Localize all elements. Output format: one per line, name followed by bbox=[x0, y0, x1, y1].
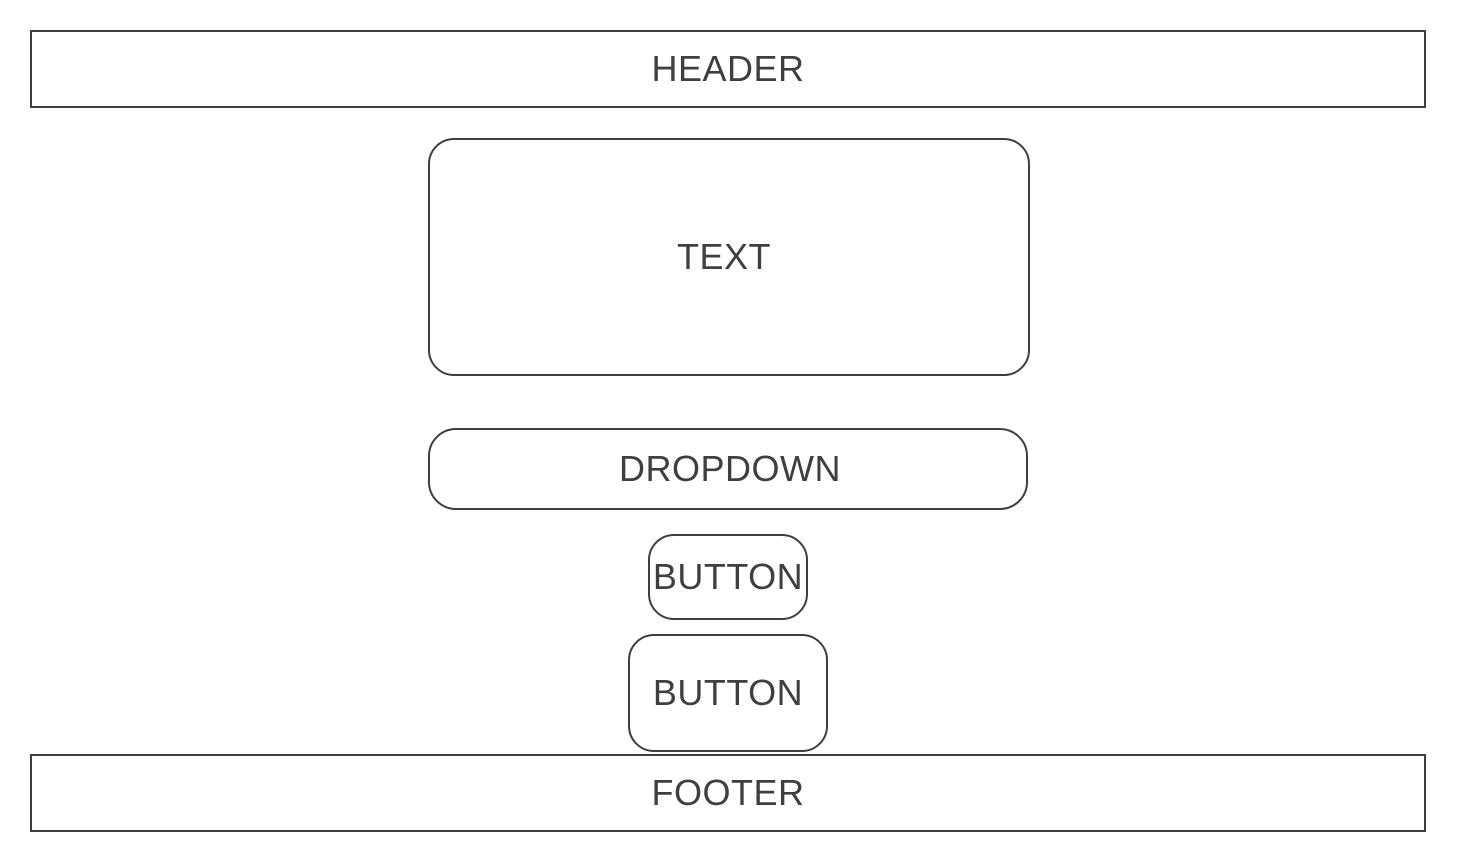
footer-label: FOOTER bbox=[651, 772, 805, 813]
text-area: TEXT bbox=[428, 138, 1030, 376]
secondary-button-label: BUTTON bbox=[652, 672, 804, 713]
dropdown-label: DROPDOWN bbox=[619, 448, 841, 489]
header-bar: HEADER bbox=[30, 30, 1426, 108]
dropdown-select[interactable]: DROPDOWN bbox=[428, 428, 1028, 510]
secondary-button[interactable]: BUTTON bbox=[628, 634, 828, 752]
primary-button[interactable]: BUTTON bbox=[648, 534, 808, 620]
text-area-label: TEXT bbox=[676, 236, 771, 277]
header-label: HEADER bbox=[651, 48, 805, 89]
primary-button-label: BUTTON bbox=[652, 556, 804, 597]
footer-bar: FOOTER bbox=[30, 754, 1426, 832]
